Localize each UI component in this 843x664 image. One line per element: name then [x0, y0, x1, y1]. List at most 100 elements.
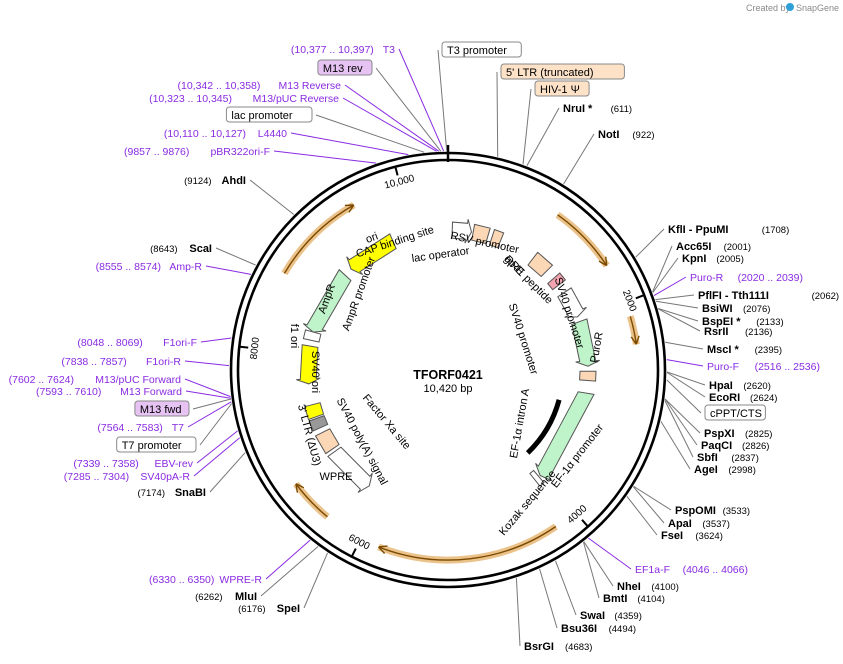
primer-label[interactable]: M13 Reverse(10,342 .. 10,358) — [177, 80, 341, 92]
enzyme-label[interactable]: MscI *(2395) — [707, 344, 782, 356]
site-name: M13 Reverse — [279, 80, 342, 92]
leader-line — [666, 372, 706, 398]
primer-label[interactable]: M13/pUC Reverse(10,323 .. 10,345) — [149, 93, 339, 105]
site-position: (2620) — [743, 381, 770, 392]
enzyme-label[interactable]: ApaI(3537) — [668, 518, 730, 530]
leader-line — [398, 48, 445, 152]
enzyme-label[interactable]: PspXI(2825) — [704, 428, 772, 440]
primer-label[interactable]: pBR322ori-F(9857 .. 9876) — [124, 146, 270, 158]
leader-line — [344, 84, 440, 152]
primer-label[interactable]: L4440(10,110 .. 10,127) — [164, 128, 287, 140]
feature-tag[interactable]: cPPT/CTS — [704, 404, 766, 421]
enzyme-label[interactable]: ScaI(8643) — [150, 243, 212, 255]
scale-tick-label: 10,000 — [383, 173, 416, 191]
enzyme-label[interactable]: PaqCI(2826) — [701, 440, 769, 452]
site-position: (7564 .. 7583) — [97, 422, 162, 434]
site-name: KflI - PpuMI — [668, 224, 729, 236]
feature-tag-box — [441, 41, 522, 58]
enzyme-label[interactable]: KpnI(2005) — [682, 253, 744, 265]
primer-label[interactable]: EBV-rev(7339 .. 7358) — [73, 458, 193, 470]
primer-label[interactable]: F1ori-R(7838 .. 7857) — [61, 356, 181, 368]
feature-block-14 — [557, 287, 587, 318]
enzyme-label[interactable]: SbfI(2837) — [697, 452, 759, 464]
site-position: (8048 .. 8069) — [77, 337, 142, 349]
feature-block-5 — [303, 402, 325, 421]
scale-tick-label: 4000 — [565, 503, 589, 526]
site-name: F1ori-R — [146, 356, 181, 368]
site-position: (2133) — [756, 317, 783, 328]
primer-label[interactable]: M13 Forward(7593 .. 7610) — [36, 386, 182, 398]
enzyme-label[interactable]: NruI *(611) — [563, 103, 632, 115]
enzyme-label[interactable]: AgeI(2998) — [694, 464, 756, 476]
primer-label[interactable]: SV40pA-R(7285 .. 7304) — [64, 471, 191, 483]
feature-label: f1 ori — [288, 324, 300, 348]
feature-block-8 — [327, 446, 373, 493]
feature-tag[interactable]: T7 promoter — [116, 436, 197, 453]
primer-label[interactable]: T3(10,377 .. 10,397) — [291, 44, 395, 56]
enzyme-label[interactable]: RsrII(2136) — [704, 326, 772, 338]
primer-label[interactable]: M13/pUC Forward(7602 .. 7624) — [9, 374, 182, 386]
enzyme-label[interactable]: FseI(3624) — [661, 530, 723, 542]
enzyme-label[interactable]: BsrGI(4683) — [524, 641, 592, 653]
enzyme-label[interactable]: AhdI(9124) — [184, 175, 246, 187]
enzyme-label[interactable]: BspEI *(2133) — [702, 316, 784, 328]
scale-tick-label: 8000 — [249, 336, 262, 360]
enzyme-label[interactable]: NotI(922) — [598, 129, 655, 141]
enzyme-label[interactable]: PspOMI(3533) — [675, 505, 750, 517]
enzyme-label[interactable]: SwaI(4359) — [580, 610, 642, 622]
orf-arc-line — [378, 525, 557, 561]
leader-line — [290, 132, 409, 156]
leader-line — [666, 359, 704, 367]
leader-line — [375, 67, 442, 152]
leader-line — [209, 452, 246, 493]
primer-label[interactable]: WPRE-R(6330 .. 6350) — [149, 574, 262, 586]
primer-label[interactable]: F1ori-F(8048 .. 8069) — [77, 337, 197, 349]
feature-label: WPRE — [320, 471, 353, 483]
leader-line — [196, 430, 238, 464]
feature-tag[interactable]: M13 fwd — [134, 400, 190, 417]
snapgene-credit: Created by SnapGene — [746, 3, 839, 13]
enzyme-label[interactable]: PflFI - Tth111I(2062) — [698, 290, 839, 302]
feature-block-16 — [579, 370, 597, 382]
feature-tag[interactable]: lac promoter — [225, 106, 313, 123]
feature-tag-text: lac promoter — [231, 110, 292, 122]
feature-block-6 — [308, 414, 329, 432]
enzyme-label[interactable]: BmtI(4104) — [603, 593, 665, 605]
enzyme-label[interactable]: EcoRI(2624) — [709, 392, 777, 404]
leader-line — [626, 495, 658, 536]
feature-tag-box — [317, 59, 373, 76]
feature-tag-box — [134, 400, 190, 417]
enzyme-label[interactable]: Acc65I(2001) — [676, 241, 751, 253]
feature-block-2 — [302, 268, 352, 333]
feature-tag[interactable]: M13 rev — [317, 59, 373, 76]
leader-line — [526, 107, 560, 166]
feature-tag[interactable]: T3 promoter — [441, 41, 522, 58]
enzyme-label[interactable]: Bsu36I(4494) — [561, 623, 636, 635]
enzyme-label[interactable]: SpeI(6176) — [238, 603, 300, 615]
feature-block-10 — [471, 223, 491, 245]
enzyme-label[interactable]: SnaBI(7174) — [138, 487, 206, 499]
enzyme-label[interactable]: KflI - PpuMI(1708) — [668, 224, 789, 236]
leader-line — [303, 552, 328, 609]
leader-line — [192, 398, 232, 410]
scale-tick-mark — [635, 294, 644, 300]
enzyme-label[interactable]: NheI(4100) — [617, 581, 679, 593]
enzyme-label[interactable]: MluI(6262) — [195, 591, 257, 603]
primer-label[interactable]: T7(7564 .. 7583) — [97, 422, 184, 434]
primer-label[interactable]: EF1a-F(4046 .. 4066) — [635, 564, 748, 576]
leader-line — [583, 541, 614, 587]
site-name: SwaI — [580, 610, 605, 622]
site-name: KpnI — [682, 253, 706, 265]
site-position: (2837) — [731, 453, 758, 464]
feature-tag[interactable]: HIV-1 Ψ — [534, 80, 590, 97]
site-position: (2516 .. 2536) — [755, 361, 820, 373]
primer-label[interactable]: Amp-R(8555 .. 8574) — [96, 261, 203, 273]
enzyme-label[interactable]: HpaI(2620) — [709, 380, 771, 392]
primer-label[interactable]: Puro-R(2020 .. 2039) — [690, 272, 803, 284]
feature-tag[interactable]: 5' LTR (truncated) — [500, 63, 625, 80]
feature-label: EF-1α intron A — [508, 387, 532, 459]
orf-arcs — [281, 201, 640, 564]
primer-label[interactable]: Puro-F(2516 .. 2536) — [707, 361, 820, 373]
enzyme-label[interactable]: BsiWI(2076) — [702, 303, 770, 315]
